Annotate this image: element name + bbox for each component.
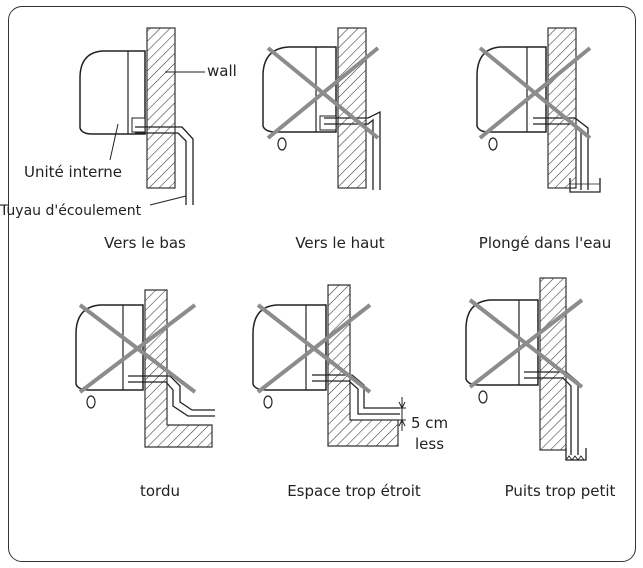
caption-downward: Vers le bas (104, 234, 186, 252)
panel-well-too-small (465, 277, 587, 461)
indoor-unit-label: Unité interne (24, 163, 122, 181)
caption-submerged: Plongé dans l'eau (478, 234, 612, 252)
drain-hose-label: Tuyau d'écoulement (0, 203, 142, 219)
drain-hose (135, 126, 194, 205)
cross-mark (78, 303, 197, 394)
small-well (565, 448, 587, 461)
cross-mark (478, 46, 592, 140)
gap-less-label: less (415, 435, 445, 453)
indoor-unit (79, 50, 146, 135)
cross-mark (468, 298, 584, 389)
wall (547, 27, 577, 189)
wall-label: wall (207, 62, 237, 80)
wall (146, 27, 176, 189)
caption-twisted: tordu (140, 482, 180, 500)
water-drop (488, 137, 498, 151)
water-drop (277, 137, 287, 151)
water-drop (263, 395, 273, 409)
indoor-unit (465, 299, 539, 386)
panel-downward (79, 27, 205, 206)
drain-hose (128, 375, 215, 417)
wall (144, 289, 213, 448)
drain-hose (324, 110, 381, 190)
water-drop (478, 390, 488, 404)
diagram-frame (8, 6, 636, 562)
water-tray (569, 178, 601, 193)
caption-well-too-small: Puits trop petit (504, 482, 616, 500)
panel-submerged (476, 27, 601, 193)
panel-gap-too-narrow (252, 284, 406, 447)
panel-upward (262, 27, 381, 190)
water-drop (86, 395, 96, 409)
caption-upward: Vers le haut (295, 234, 385, 252)
cross-mark (266, 46, 380, 140)
panel-twisted (75, 289, 215, 448)
indoor-unit (476, 46, 547, 133)
gap-value-label: 5 cm (411, 414, 449, 432)
caption-gap-too-narrow: Espace trop étroit (287, 482, 421, 500)
cross-mark (256, 303, 372, 394)
indoor-unit (75, 304, 144, 391)
